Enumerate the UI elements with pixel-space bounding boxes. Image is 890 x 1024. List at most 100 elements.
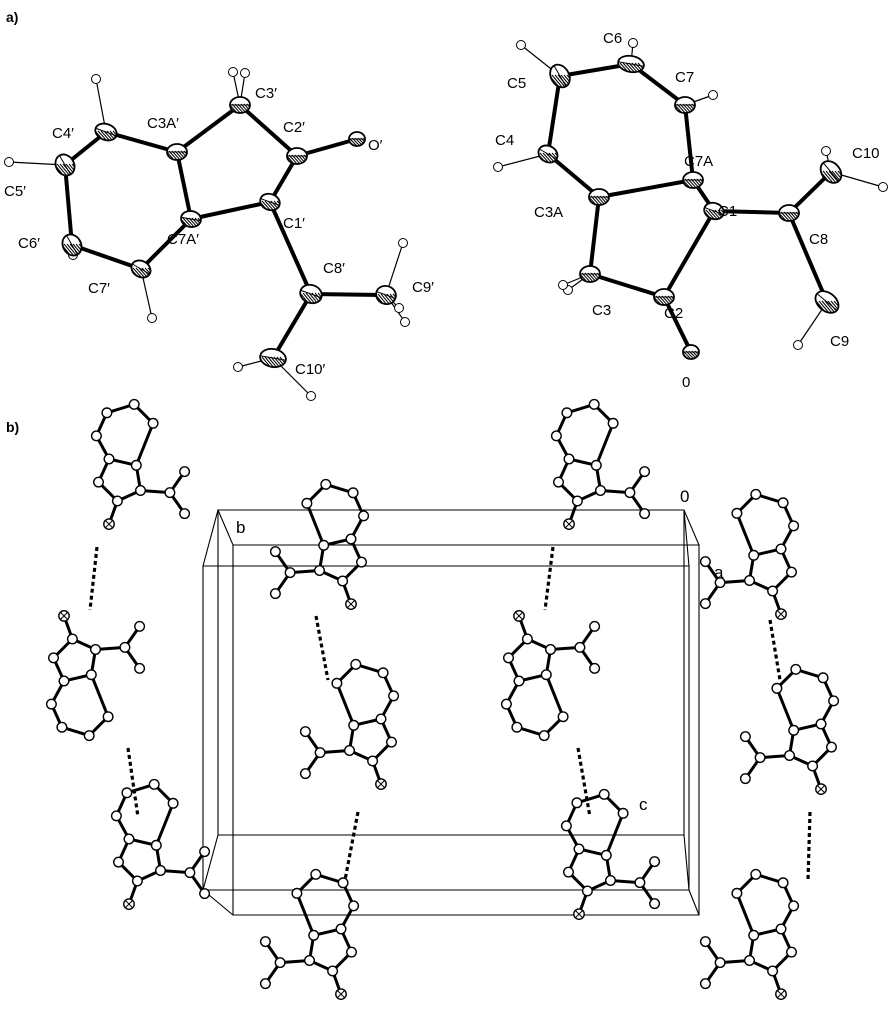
mol2-hydrogen-3: [516, 40, 526, 50]
packed-molecule-10-atom-c4: [828, 695, 840, 707]
packed-molecule-5-atom-c3a: [335, 923, 347, 935]
packed-molecule-1-atom-c2: [66, 633, 78, 645]
packed-molecule-7-atom-c5: [511, 721, 523, 733]
packed-molecule-8-atom-c7: [617, 807, 629, 819]
packed-molecule-8-atom-c8: [634, 877, 646, 889]
packed-molecule-3-atom-c9: [269, 546, 281, 558]
packed-molecule-6-atom-c4: [550, 430, 562, 442]
packed-molecule-7-atom-c1: [545, 644, 557, 656]
packed-molecule-7-atom-c10: [589, 620, 601, 632]
packed-molecule-0-bond-9: [134, 421, 155, 467]
packed-molecule-7-atom-c7a: [540, 669, 552, 681]
packed-molecule-2-atom-c6: [148, 778, 160, 790]
packed-molecule-1-atom-c6: [83, 730, 95, 742]
packed-molecule-0-atom-c2: [111, 495, 123, 507]
mol2-hydrogen-1: [558, 280, 568, 290]
packed-molecule-5-atom-c3: [346, 946, 358, 958]
packed-molecule-3-atom-c10: [269, 588, 281, 600]
packed-molecule-11: [699, 868, 800, 1000]
packed-molecule-10-atom-c7a: [788, 724, 800, 736]
packed-molecule-6-atom-c8: [624, 487, 636, 499]
mol2-label-2: 0: [682, 374, 690, 391]
packed-molecule-1-atom-c3a: [58, 675, 70, 687]
mol1-atom-C1: [258, 192, 283, 213]
packed-molecule-9-atom-c6: [750, 488, 762, 500]
mol2-label-8: C7: [675, 69, 694, 86]
mol1-bond-8: [63, 163, 74, 247]
packed-molecule-6-atom-c3a: [563, 453, 575, 465]
packed-molecule-0-atom-c5: [101, 407, 113, 419]
packed-molecule-7-atom-c6: [538, 730, 550, 742]
unit-cell-edge-4: [202, 509, 219, 567]
mol1-atom-C7A: [179, 210, 203, 229]
packed-molecule-3-atom-c3: [356, 556, 368, 568]
packed-molecule-7: [500, 610, 601, 742]
mol2-atom-C3A: [588, 188, 610, 206]
packed-molecule-8-atom-c6: [598, 788, 610, 800]
mol1-bond-6: [104, 130, 179, 154]
packed-molecule-6-atom-c10: [639, 508, 651, 520]
mol2-bond-11: [712, 209, 791, 215]
mol2-hydrogen-8: [878, 182, 888, 192]
mol2-atom-O: [682, 344, 700, 360]
panel-b-packing: [45, 398, 840, 1000]
packed-molecule-2-atom-c5: [121, 787, 133, 799]
labels-layer: a)b)C1′C2′O′C3′C3A′C4′C5′C6′C7′C7A′C8′C9…: [4, 9, 880, 814]
packed-molecule-4-atom-c4: [388, 690, 400, 702]
packed-molecule-3-atom-c3a: [345, 533, 357, 545]
mol1-hydrogen-0: [228, 67, 238, 77]
mol2-atom-C7: [674, 96, 696, 114]
packed-molecule-4-atom-c3: [386, 736, 398, 748]
packed-molecule-2-atom-c8: [184, 867, 196, 879]
mol1-bond-1: [238, 103, 299, 158]
packed-molecule-11-atom-c6: [750, 868, 762, 880]
packed-molecule-8-atom-c7a: [600, 849, 612, 861]
mol1-hydrogen-6: [398, 238, 408, 248]
mol1-label-10: C8′: [323, 260, 345, 277]
packed-molecule-11-atom-c1: [744, 955, 756, 967]
hydrogen-bond-6: [768, 619, 782, 681]
mol1-bond-4: [189, 200, 272, 221]
packed-molecule-10-atom-c9: [739, 731, 751, 743]
hydrogen-bond-2: [314, 615, 330, 681]
packed-molecule-2-atom-c1: [154, 865, 166, 877]
mol2-hydrogen-6: [793, 340, 803, 350]
mol2-hydrogen-5: [708, 90, 718, 100]
mol2-label-4: C3A: [534, 204, 563, 221]
mol2-label-5: C4: [495, 132, 514, 149]
packed-molecule-5-atom-c1: [304, 955, 316, 967]
packed-molecule-5-atom-c8: [274, 957, 286, 969]
packed-molecule-0-atom-c3: [92, 476, 104, 488]
hydrogen-bond-0: [88, 546, 99, 611]
packed-molecule-1-bond-9: [89, 673, 110, 719]
packed-molecule-1-atom-c7: [102, 711, 114, 723]
packed-molecule-9-atom-c10: [699, 598, 711, 610]
unit-cell-edge-7: [683, 834, 690, 891]
packed-molecule-0: [90, 398, 191, 530]
packed-molecule-9-atom-c8: [714, 577, 726, 589]
packed-molecule-11-atom-c3a: [775, 923, 787, 935]
packed-molecule-3-atom-c5: [347, 487, 359, 499]
cell-axis-a-label: a: [714, 563, 724, 582]
mol1-hydrogen-1: [240, 68, 250, 78]
packed-molecule-3-atom-c1: [314, 565, 326, 577]
mol2-hydrogen-2: [493, 162, 503, 172]
packed-molecule-3-atom-c7a: [318, 539, 330, 551]
packed-molecule-2-atom-c2: [131, 875, 143, 887]
packed-molecule-0-atom-c7a: [130, 459, 142, 471]
mol1-hydrogen-10: [306, 391, 316, 401]
packed-molecule-8-atom-c9: [649, 856, 661, 868]
mol1-label-5: C4′: [52, 125, 74, 142]
hydrogen-bond-7: [806, 811, 812, 881]
mol1-label-12: C10′: [295, 361, 326, 378]
packed-molecule-8: [560, 788, 661, 920]
packed-molecule-8-atom-c1: [605, 875, 617, 887]
mol1-label-4: C3A′: [147, 115, 179, 132]
packed-molecule-1-atom-c5: [56, 721, 68, 733]
packed-molecule-2-atom-c4: [110, 810, 122, 822]
packed-molecule-11-bond-9: [735, 891, 756, 937]
packed-molecule-6-atom-c3: [553, 476, 565, 488]
packed-molecule-8-atom-c3: [563, 866, 575, 878]
packed-molecule-11-atom-c2: [767, 965, 779, 977]
